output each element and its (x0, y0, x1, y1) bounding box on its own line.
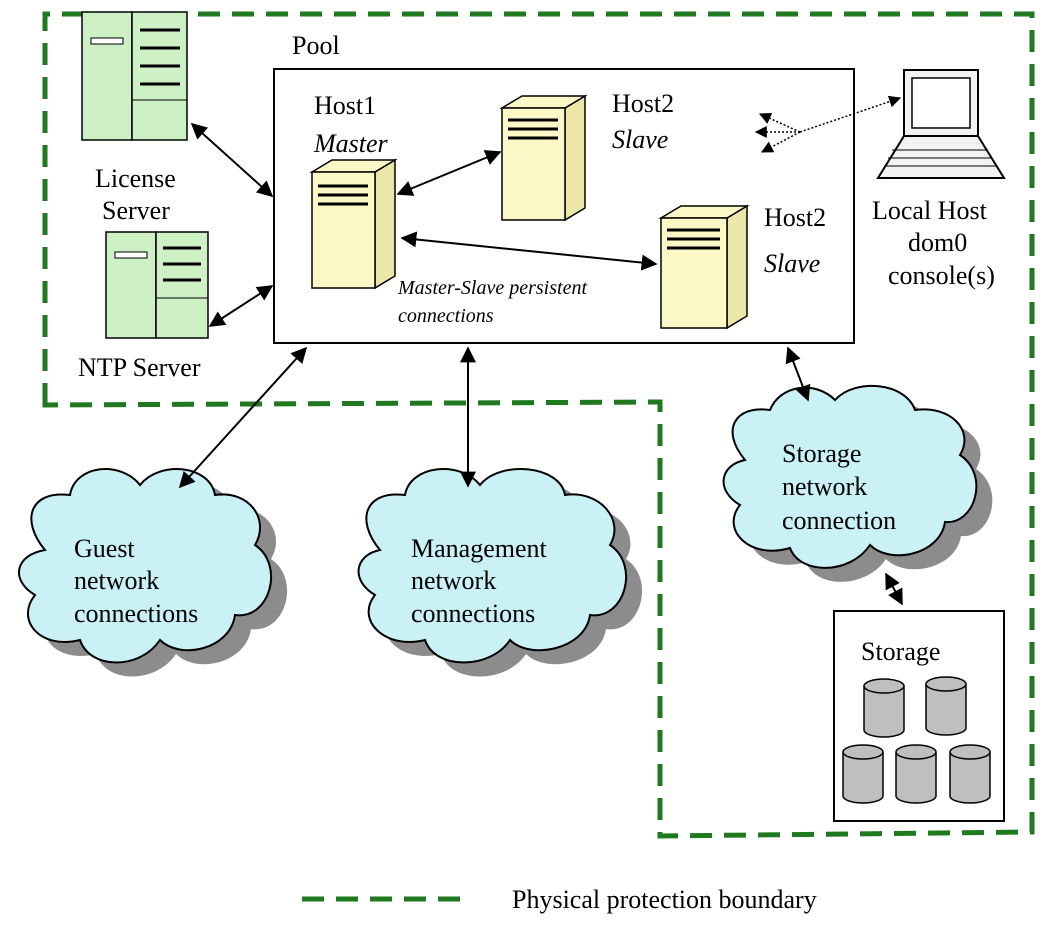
host2-bottom-role: Slave (764, 249, 820, 278)
physical-protection-boundary (42, 11, 1035, 839)
storage-title: Storage (861, 637, 940, 666)
storage-network-cloud-icon (722, 384, 993, 582)
persistent-note-line2: connections (398, 305, 494, 327)
pool-guest-arrow-icon (178, 346, 308, 489)
guest-cloud-line3: connections (74, 599, 198, 628)
guest-cloud-line2: network (74, 566, 159, 595)
guest-cloud-line1: Guest (74, 534, 135, 563)
host1-role: Master (313, 129, 389, 158)
host1-host2top-arrow-icon (396, 150, 502, 196)
local-host-label-line2: dom0 (908, 228, 967, 257)
license-server-label-line1: License (95, 164, 176, 193)
disk-cylinder-icon (949, 744, 991, 804)
management-cloud-line2: network (411, 566, 496, 595)
pool-storage-arrow-icon (785, 346, 811, 402)
disk-cylinder-icon (895, 744, 937, 804)
console-connection-arrow-icon (754, 95, 902, 153)
persistent-note-line1: Master-Slave persistent (397, 277, 587, 299)
storage-cloud-line1: Storage (782, 439, 861, 468)
disk-cylinder-icon (863, 678, 905, 738)
host2-top-tower-server-icon (499, 94, 588, 222)
ntp-server-label: NTP Server (78, 353, 201, 382)
storage-cloud-line3: connection (782, 506, 896, 535)
local-host-label-line3: console(s) (888, 261, 995, 290)
host2-bottom-tower-server-icon (658, 204, 750, 330)
legend-boundary-label: Physical protection boundary (512, 885, 817, 914)
disk-cylinder-icon (925, 676, 967, 736)
management-cloud-line3: connections (411, 599, 535, 628)
license-server-label-line2: Server (102, 196, 170, 225)
host2-top-role: Slave (612, 125, 668, 154)
host1-tower-server-icon (309, 158, 398, 290)
guest-network-cloud-icon (18, 468, 288, 677)
host1-host2bottom-arrow-icon (400, 231, 658, 271)
local-host-label-line1: Local Host (872, 196, 988, 225)
host2-top-name: Host2 (612, 89, 674, 118)
license-server-rack-icon (81, 11, 188, 141)
license-pool-arrow-icon (190, 122, 274, 198)
storage-cloud-line2: network (782, 472, 867, 501)
disk-cylinder-icon (842, 744, 884, 804)
management-network-cloud-icon (357, 468, 643, 677)
host2-bottom-name: Host2 (764, 203, 826, 232)
host1-name: Host1 (314, 91, 376, 120)
ntp-pool-arrow-icon (208, 285, 274, 327)
management-cloud-line1: Management (411, 534, 548, 563)
local-host-laptop-icon (876, 69, 1006, 179)
pool-title: Pool (292, 31, 340, 60)
storage-cloud-box-arrow-icon (885, 572, 903, 606)
ntp-server-rack-icon (105, 231, 209, 339)
